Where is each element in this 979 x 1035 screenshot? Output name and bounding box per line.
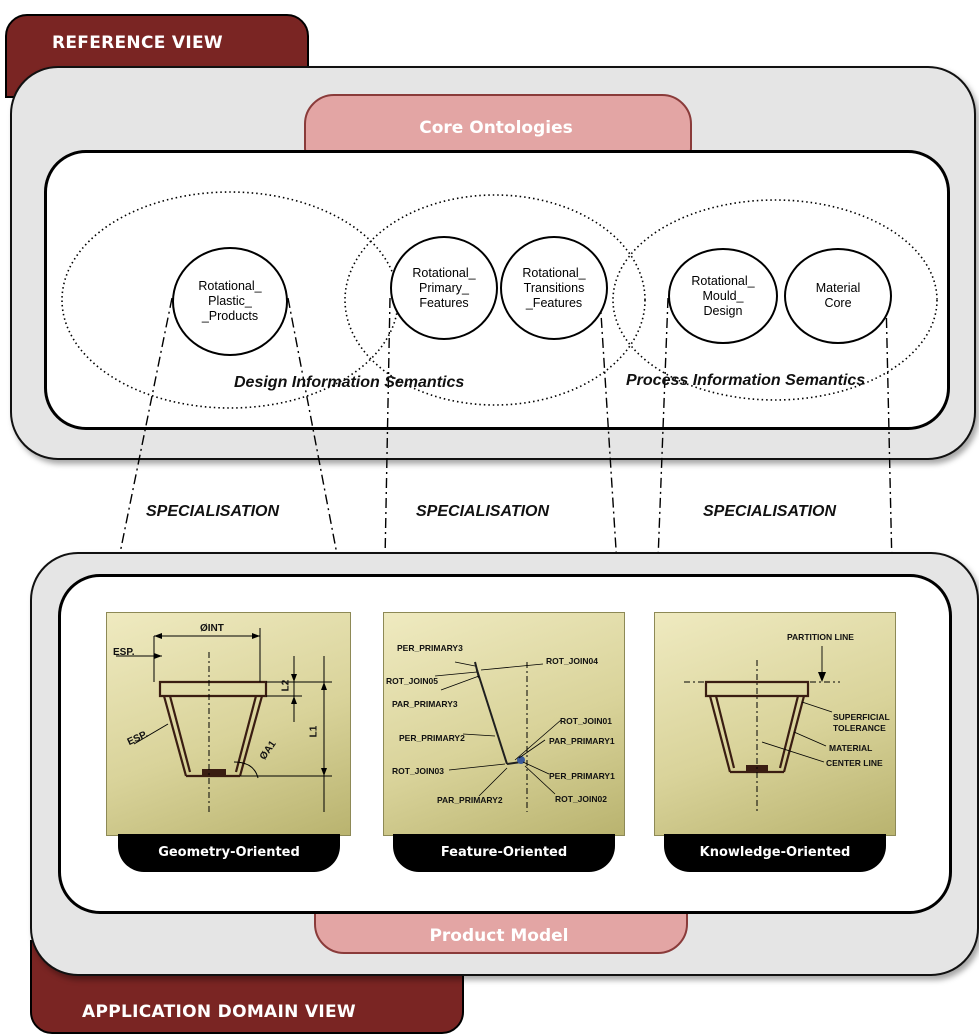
node-rotational-mould-design: Rotational_ Mould_ Design — [668, 248, 778, 344]
geo-label-esp-top: ESP. — [113, 647, 135, 658]
cup-body-left — [162, 695, 188, 777]
feat-label-par-primary1-upper: PAR_PRIMARY1 — [549, 736, 615, 746]
feat-label-per-primary2: PER_PRIMARY2 — [399, 733, 465, 743]
node-rotational-transitions-features: Rotational_ Transitions _Features — [500, 236, 608, 340]
knowledge-image — [654, 612, 896, 836]
cup-rim — [158, 680, 268, 698]
specialisation-label-3: SPECIALISATION — [703, 503, 837, 520]
feat-label-rot-join01: ROT_JOIN01 — [560, 716, 612, 726]
application-view-title: APPLICATION DOMAIN VIEW — [82, 1002, 356, 1022]
feature-profile-wall — [476, 669, 508, 765]
know-label-center-line: CENTER LINE — [826, 758, 883, 768]
core-ontologies-title: Core Ontologies — [419, 118, 573, 138]
geometry-drawing — [116, 628, 332, 812]
feat-label-rot-join02: ROT_JOIN02 — [555, 794, 607, 804]
geo-label-oint: ØINT — [200, 623, 224, 634]
feat-label-rot-join05: ROT_JOIN05 — [386, 676, 438, 686]
feature-drawing — [434, 661, 562, 812]
feat-label-par-primary3: PAR_PRIMARY3 — [392, 699, 458, 709]
cup-foot — [202, 769, 226, 776]
knowledge-drawing — [684, 646, 840, 812]
process-semantics-label: Process Information Semantics — [626, 372, 866, 389]
geo-label-l2: L2 — [280, 679, 292, 692]
product-model-title: Product Model — [429, 926, 569, 946]
feat-label-rot-join03: ROT_JOIN03 — [392, 766, 444, 776]
cup-inner-left — [168, 695, 192, 773]
reference-view-title: REFERENCE VIEW — [52, 33, 223, 53]
process-ellipse — [612, 199, 938, 401]
feat-label-per-primary1: PER_PRIMARY1 — [549, 771, 615, 781]
cup-inner-right — [234, 695, 258, 773]
feat-label-par-primary2: PAR_PRIMARY2 — [437, 795, 503, 805]
node-material-core: Material Core — [784, 248, 892, 344]
node-rotational-plastic-products: Rotational_ Plastic_ _Products — [172, 247, 288, 356]
node-rotational-primary-features: Rotational_ Primary_ Features — [390, 236, 498, 340]
cup-body-right — [238, 695, 264, 777]
feature-image — [383, 612, 625, 836]
design-ellipse-middle — [344, 194, 646, 406]
know-label-partition-line: PARTITION LINE — [787, 632, 854, 642]
feat-label-per-primary3: PER_PRIMARY3 — [397, 643, 463, 653]
feature-profile-top — [474, 661, 480, 679]
know-label-superficial-tolerance: SUPERFICIAL TOLERANCE — [833, 712, 890, 733]
specialisation-label-2: SPECIALISATION — [416, 503, 550, 520]
geometry-caption: Geometry-Oriented — [118, 834, 340, 872]
geo-label-l1: L1 — [308, 725, 320, 738]
specialisation-label-1: SPECIALISATION — [146, 503, 280, 520]
feature-caption: Feature-Oriented — [393, 834, 615, 872]
design-semantics-label: Design Information Semantics — [234, 374, 465, 391]
geometry-image — [106, 612, 351, 836]
know-label-material: MATERIAL — [829, 743, 873, 753]
knowledge-caption: Knowledge-Oriented — [664, 834, 886, 872]
feat-label-rot-join04: ROT_JOIN04 — [546, 656, 598, 666]
